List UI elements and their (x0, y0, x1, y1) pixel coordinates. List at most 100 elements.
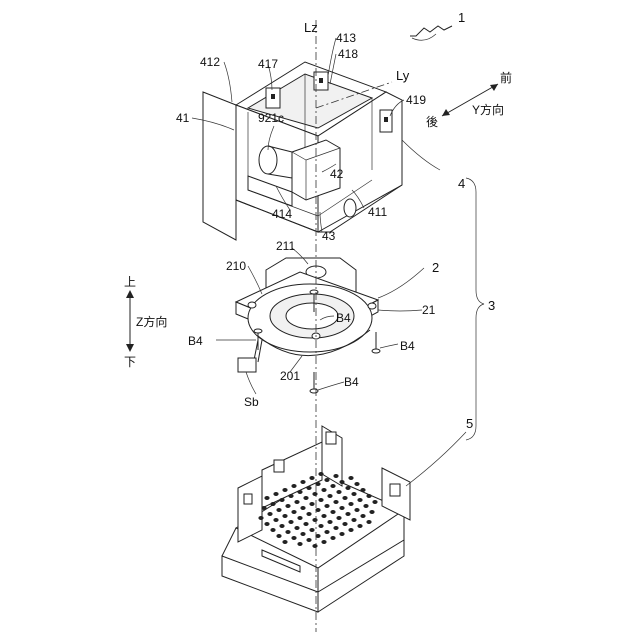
label-418: 418 (338, 47, 358, 61)
label-b4-right: B4 (400, 339, 415, 353)
label-5: 5 (466, 416, 473, 431)
label-b4-center: B4 (336, 311, 351, 325)
vent-hole (360, 488, 365, 492)
z-direction-label: Z方向 (136, 314, 167, 329)
vent-hole (321, 540, 326, 544)
vent-hole (357, 524, 362, 528)
vent-hole (339, 480, 344, 484)
vent-hole (285, 504, 290, 508)
label-21: 21 (422, 303, 436, 317)
vent-hole (297, 490, 302, 494)
vent-hole (309, 502, 314, 506)
vent-hole (318, 472, 323, 476)
vent-hole (366, 520, 371, 524)
vent-hole (333, 474, 338, 478)
vent-hole (273, 518, 278, 522)
fan-unit-2 (236, 258, 378, 372)
vent-hole (327, 494, 332, 498)
label-921c: 921c (258, 111, 284, 125)
vent-hole (276, 534, 281, 538)
vent-hole (339, 532, 344, 536)
vent-hole (261, 506, 266, 510)
label-419: 419 (406, 93, 426, 107)
vent-hole (273, 492, 278, 496)
vent-hole (312, 544, 317, 548)
z-down-label: 下 (124, 355, 136, 369)
vent-hole (318, 524, 323, 528)
label-ly: Ly (396, 68, 410, 83)
vent-hole (372, 500, 377, 504)
label-43: 43 (322, 229, 336, 243)
vent-hole (345, 512, 350, 516)
vent-hole (300, 480, 305, 484)
vent-hole (324, 504, 329, 508)
vent-hole (369, 510, 374, 514)
vent-hole (360, 514, 365, 518)
vent-hole (348, 528, 353, 532)
label-41: 41 (176, 111, 190, 125)
vent-hole (330, 484, 335, 488)
vent-hole (276, 508, 281, 512)
label-fig-ref: 1 (458, 10, 465, 25)
vent-hole (312, 518, 317, 522)
vent-hole (342, 496, 347, 500)
vent-hole (288, 520, 293, 524)
vent-hole (309, 476, 314, 480)
vent-hole (345, 486, 350, 490)
label-3: 3 (488, 298, 495, 313)
vent-hole (279, 498, 284, 502)
vent-hole (267, 512, 272, 516)
vent-hole (282, 514, 287, 518)
vent-hole (300, 506, 305, 510)
vent-hole (318, 498, 323, 502)
vent-hole (282, 540, 287, 544)
vent-hole (306, 538, 311, 542)
vent-hole (279, 524, 284, 528)
vent-hole (306, 512, 311, 516)
label-4: 4 (458, 176, 465, 191)
vent-hole (303, 522, 308, 526)
vent-hole (354, 508, 359, 512)
vent-hole (357, 498, 362, 502)
label-412: 412 (200, 55, 220, 69)
ref-1-leader (410, 26, 452, 36)
vent-hole (285, 530, 290, 534)
label-201: 201 (280, 369, 300, 383)
vent-hole (282, 488, 287, 492)
label-414: 414 (272, 207, 292, 221)
vent-hole (351, 492, 356, 496)
z-direction-indicator (126, 290, 134, 352)
label-2: 2 (432, 260, 439, 275)
vent-hole (288, 494, 293, 498)
vent-hole (336, 516, 341, 520)
vent-hole (327, 520, 332, 524)
vent-hole (264, 522, 269, 526)
vent-hole (342, 522, 347, 526)
vent-hole (354, 482, 359, 486)
vent-hole (351, 518, 356, 522)
vent-hole (339, 506, 344, 510)
vent-hole (294, 500, 299, 504)
screw-b4-right (372, 332, 380, 353)
vent-hole (363, 504, 368, 508)
vent-hole (270, 528, 275, 532)
vent-hole (294, 526, 299, 530)
label-411: 411 (368, 205, 387, 219)
label-lz: Lz (304, 20, 318, 35)
vent-hole (300, 532, 305, 536)
vent-hole (348, 502, 353, 506)
vent-hole (330, 510, 335, 514)
vent-hole (258, 516, 263, 520)
label-sb: Sb (244, 395, 259, 409)
vent-hole (324, 530, 329, 534)
vent-hole (330, 536, 335, 540)
vent-hole (366, 494, 371, 498)
vent-hole (306, 486, 311, 490)
vent-hole (297, 516, 302, 520)
vent-hole (333, 526, 338, 530)
vent-hole (270, 502, 275, 506)
vent-hole (264, 496, 269, 500)
z-up-label: 上 (124, 275, 136, 289)
vent-hole (321, 488, 326, 492)
